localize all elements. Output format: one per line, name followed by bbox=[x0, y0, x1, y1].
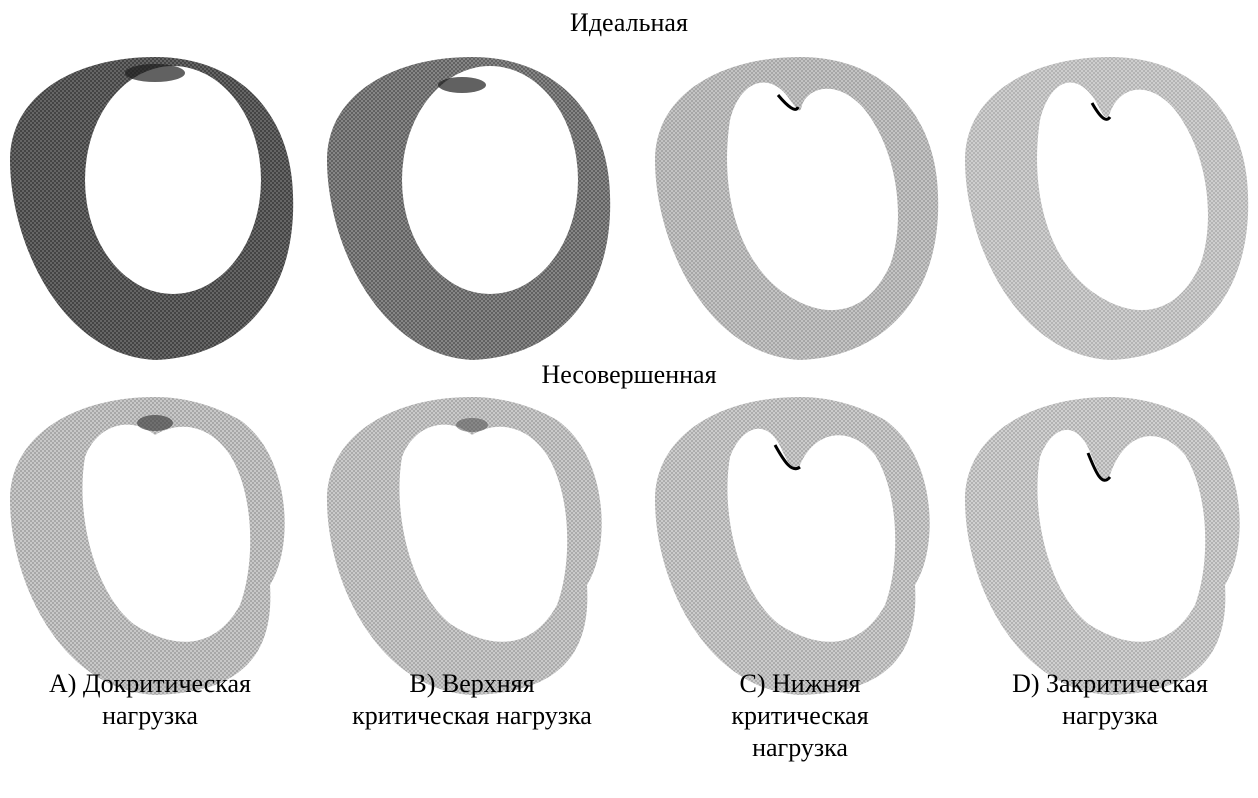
caption-c-line1: C) Нижняя bbox=[650, 668, 950, 700]
caption-d-line1: D) Закритическая bbox=[960, 668, 1258, 700]
caption-c-line3: нагрузка bbox=[650, 732, 950, 764]
shell-imperfect-d bbox=[960, 395, 1258, 705]
row-title-ideal: Идеальная bbox=[0, 8, 1258, 38]
caption-b: B) Верхняя критическая нагрузка bbox=[322, 668, 622, 732]
shell-ideal-d bbox=[960, 55, 1258, 365]
caption-c: C) Нижняя критическая нагрузка bbox=[650, 668, 950, 764]
caption-d-line2: нагрузка bbox=[960, 700, 1258, 732]
caption-c-line2: критическая bbox=[650, 700, 950, 732]
caption-d: D) Закритическая нагрузка bbox=[960, 668, 1258, 732]
caption-b-line1: B) Верхняя bbox=[322, 668, 622, 700]
shell-ideal-c bbox=[650, 55, 950, 365]
shell-imperfect-a bbox=[5, 395, 305, 705]
caption-b-line2: критическая нагрузка bbox=[322, 700, 622, 732]
shell-imperfect-c bbox=[650, 395, 950, 705]
shell-ideal-a bbox=[5, 55, 305, 365]
caption-a: A) Докритическая нагрузка bbox=[0, 668, 300, 732]
row-title-imperfect: Несовершенная bbox=[0, 360, 1258, 390]
shell-imperfect-b bbox=[322, 395, 622, 705]
caption-a-line1: A) Докритическая bbox=[0, 668, 300, 700]
caption-a-line2: нагрузка bbox=[0, 700, 300, 732]
shell-ideal-b bbox=[322, 55, 622, 365]
